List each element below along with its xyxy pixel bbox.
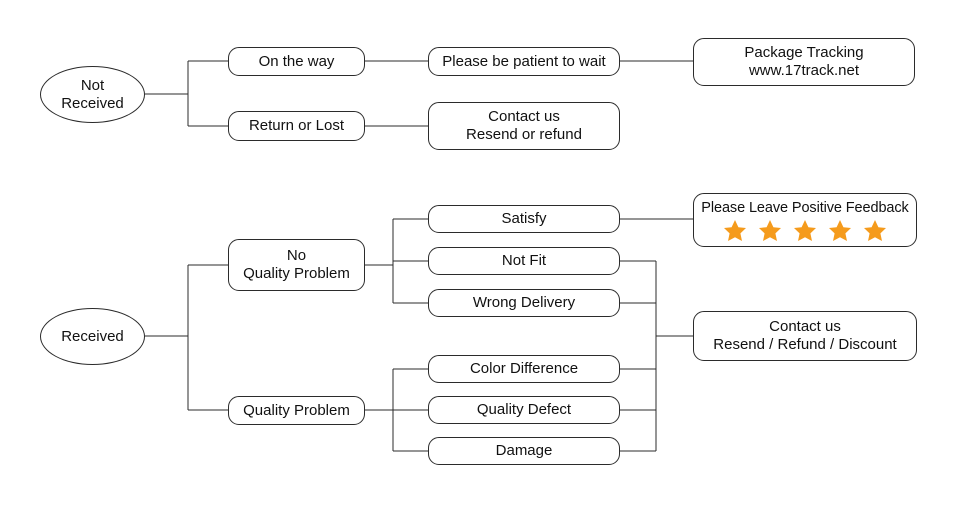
node-label-line: Satisfy [501, 210, 547, 228]
node-label-line: Contact us [769, 318, 841, 336]
node-contact-resend-refund-discount[interactable]: Contact us Resend / Refund / Discount [693, 311, 917, 361]
node-label-line: Damage [495, 442, 553, 460]
node-label-line: Return or Lost [248, 117, 345, 135]
node-label-line: Package Tracking [744, 44, 864, 62]
node-please-be-patient[interactable]: Please be patient to wait [428, 47, 620, 76]
node-label-line: Received [61, 94, 124, 112]
node-damage[interactable]: Damage [428, 437, 620, 465]
node-color-difference[interactable]: Color Difference [428, 355, 620, 383]
node-label-line: Contact us [488, 108, 560, 126]
node-label-line: Not [80, 76, 105, 94]
node-on-the-way[interactable]: On the way [228, 47, 365, 76]
node-label-line: Quality Problem [243, 265, 350, 282]
node-label-line: Resend or refund [466, 126, 582, 143]
star-icon[interactable] [758, 219, 782, 242]
node-label-line: Received [61, 327, 124, 345]
node-label-line: Resend / Refund / Discount [713, 336, 897, 353]
star-rating[interactable] [723, 219, 887, 242]
node-not-fit[interactable]: Not Fit [428, 247, 620, 275]
node-label-line: Quality Problem [243, 401, 350, 419]
node-label-line: Please be patient to wait [442, 52, 606, 70]
star-icon[interactable] [723, 219, 747, 242]
node-label-line: Color Difference [469, 360, 579, 378]
node-label-line: Quality Defect [476, 401, 572, 419]
node-wrong-delivery[interactable]: Wrong Delivery [428, 289, 620, 317]
node-no-quality-problem[interactable]: No Quality Problem [228, 239, 365, 291]
feedback-title: Please Leave Positive Feedback [701, 200, 909, 217]
node-received[interactable]: Received [40, 308, 145, 365]
star-icon[interactable] [863, 219, 887, 242]
node-quality-problem[interactable]: Quality Problem [228, 396, 365, 425]
node-package-tracking[interactable]: Package Tracking www.17track.net [693, 38, 915, 86]
node-label-line: Wrong Delivery [472, 294, 576, 312]
node-quality-defect[interactable]: Quality Defect [428, 396, 620, 424]
node-contact-resend-refund[interactable]: Contact us Resend or refund [428, 102, 620, 150]
node-positive-feedback[interactable]: Please Leave Positive Feedback [693, 193, 917, 247]
node-satisfy[interactable]: Satisfy [428, 205, 620, 233]
tracking-url[interactable]: www.17track.net [748, 62, 860, 79]
node-label-line: Not Fit [501, 252, 547, 270]
star-icon[interactable] [828, 219, 852, 242]
node-label-line: On the way [258, 52, 335, 70]
node-return-or-lost[interactable]: Return or Lost [228, 111, 365, 141]
star-icon[interactable] [793, 219, 817, 242]
node-label-line: No [286, 247, 307, 265]
node-not-received[interactable]: Not Received [40, 66, 145, 123]
